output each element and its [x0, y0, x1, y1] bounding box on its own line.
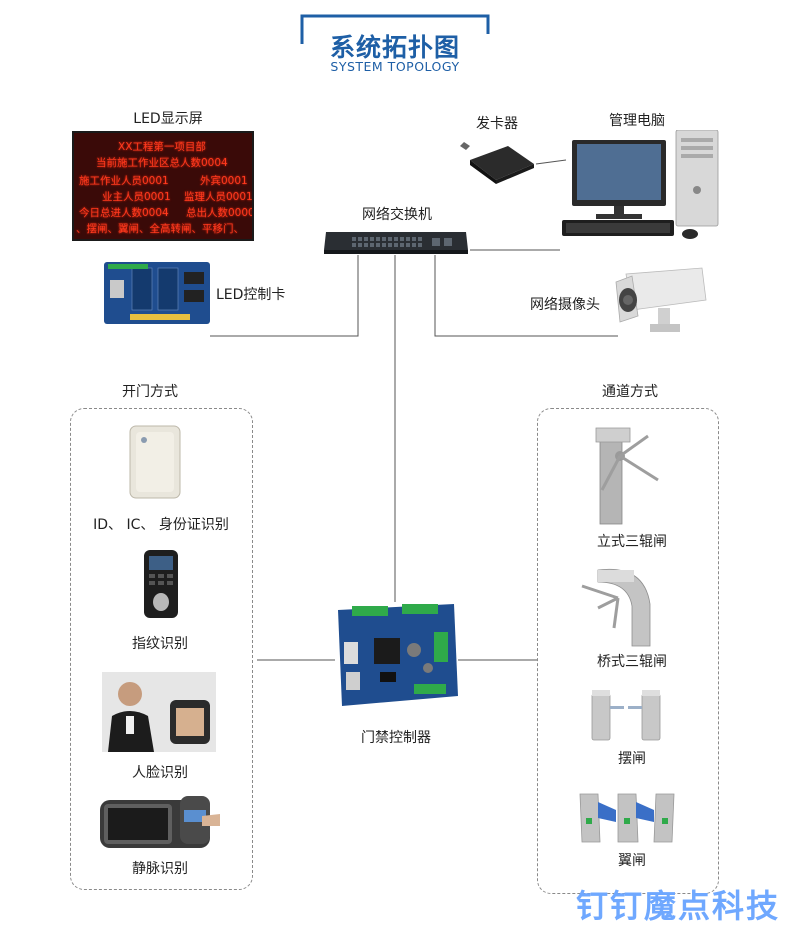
- title-bracket: [300, 14, 490, 44]
- vertical-tripod-turnstile-icon: [595, 427, 659, 525]
- channel-method-label: 翼闸: [618, 853, 646, 869]
- led-line: XX工程第一项目部: [118, 141, 206, 153]
- door-opening-panel: [70, 408, 253, 890]
- card-issuer-icon: [460, 142, 534, 184]
- management-pc-label: 管理电脑: [609, 113, 665, 129]
- face-recognition-icon: [102, 672, 216, 752]
- led-line: 施工作业人员0001: [79, 175, 169, 187]
- led-line: 当前施工作业区总人数0004: [96, 157, 228, 169]
- led-controller-label: LED控制卡: [216, 287, 286, 303]
- opening-method-label: ID、 IC、 身份证识别: [93, 517, 229, 533]
- led-line: 监理人员0001: [184, 191, 253, 203]
- led-line: 总出人数0000: [186, 207, 254, 219]
- bridge-tripod-turnstile-icon: [581, 568, 651, 647]
- channel-panel: [537, 408, 719, 894]
- brand-watermark: 钉钉魔点科技: [575, 887, 780, 925]
- network-switch-icon: [324, 232, 468, 254]
- line-card-issuer-pc: [535, 159, 567, 165]
- channel-method-label: 立式三辊闸: [597, 534, 667, 550]
- diagram-subtitle: SYSTEM TOPOLOGY: [330, 59, 460, 74]
- line-switch-camera: [434, 255, 618, 337]
- network-camera-icon: [615, 267, 707, 332]
- led-line: 外宾0001: [200, 175, 248, 187]
- led-screen-label: LED显示屏: [133, 111, 203, 127]
- fingerprint-reader-icon: [144, 550, 178, 618]
- led-controller-card-icon: [104, 262, 210, 324]
- channel-method-label: 桥式三辊闸: [597, 654, 667, 670]
- diagram-title: 系统拓扑图: [329, 33, 461, 62]
- management-pc-icon: [562, 130, 719, 239]
- swing-gate-icon: [591, 690, 661, 741]
- opening-method-label: 人脸识别: [132, 765, 188, 781]
- network-camera-label: 网络摄像头: [530, 297, 600, 313]
- access-controller-label: 门禁控制器: [361, 730, 431, 746]
- vein-recognition-icon: [100, 796, 220, 848]
- led-line: 业主人员0001: [102, 191, 171, 203]
- channel-title: 通道方式: [602, 384, 658, 400]
- led-line: 今日总进人数0004: [79, 207, 169, 219]
- opening-method-label: 指纹识别: [132, 636, 188, 652]
- channel-method-label: 摆闸: [618, 751, 646, 767]
- door-opening-title: 开门方式: [122, 384, 178, 400]
- led-display-screen: XX工程第一项目部 当前施工作业区总人数0004 施工作业人员0001 外宾00…: [72, 131, 254, 241]
- network-switch-label: 网络交换机: [362, 207, 432, 223]
- wing-gate-icon: [579, 793, 675, 843]
- id-card-reader-icon: [129, 425, 181, 499]
- line-led-controller-switch: [210, 255, 359, 337]
- opening-method-label: 静脉识别: [132, 861, 188, 877]
- card-issuer-label: 发卡器: [476, 116, 518, 132]
- access-controller-board-icon: [338, 604, 458, 706]
- led-line: 、摆闸、翼闸、全高转闸、平移门、: [76, 223, 244, 235]
